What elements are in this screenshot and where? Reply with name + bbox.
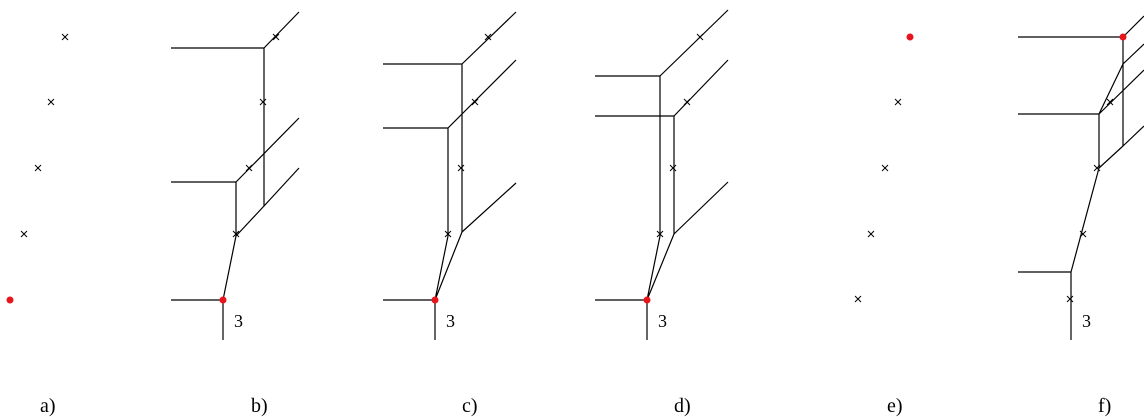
cross-marker	[471, 98, 479, 106]
cross-marker	[1079, 230, 1087, 238]
cross-marker	[867, 230, 875, 238]
cross-marker	[245, 164, 253, 172]
tropical-curve-edges	[595, 9, 729, 340]
cross-marker	[232, 230, 240, 238]
panel-a: a)	[6, 33, 69, 417]
cross-marker	[696, 33, 704, 41]
cross-marker	[894, 98, 902, 106]
edge-multiplicity: 3	[234, 311, 243, 331]
cross-marker	[61, 33, 69, 41]
cross-marker	[669, 164, 677, 172]
edge-multiplicity: 3	[1082, 311, 1091, 331]
panel-c: 3 c)	[383, 11, 517, 417]
panel-label: d)	[674, 395, 691, 417]
cross-marker	[656, 230, 664, 238]
red-vertex-dot	[1119, 33, 1127, 41]
cross-marker	[854, 295, 862, 303]
edge-multiplicity: 3	[446, 311, 455, 331]
cross-marker	[34, 164, 42, 172]
panel-label: f)	[1098, 395, 1111, 417]
cross-marker	[1066, 295, 1074, 303]
red-vertex-dot	[906, 33, 914, 41]
cross-marker	[1106, 98, 1114, 106]
cross-marker	[259, 98, 267, 106]
panel-e: e)	[854, 33, 914, 417]
cross-marker	[444, 230, 452, 238]
red-vertex-dot	[643, 296, 651, 304]
panel-b: 3 b)	[171, 11, 300, 417]
panel-label: c)	[462, 395, 478, 417]
tropical-curve-edges	[171, 11, 300, 340]
red-vertex-dot	[6, 296, 14, 304]
cross-marker	[1093, 164, 1101, 172]
cross-marker	[20, 230, 28, 238]
tropical-curve-edges	[383, 11, 517, 340]
panel-d: 3 d)	[595, 9, 729, 417]
tropical-curve-edges	[1018, 15, 1144, 340]
cross-marker	[881, 164, 889, 172]
panel-label: b)	[251, 395, 268, 417]
cross-marker	[272, 33, 280, 41]
edge-multiplicity: 3	[658, 311, 667, 331]
red-vertex-dot	[431, 296, 439, 304]
panel-label: e)	[887, 395, 903, 417]
panel-f: 3 f)	[1018, 15, 1144, 417]
cross-marker	[484, 33, 492, 41]
cross-marker	[683, 98, 691, 106]
cross-marker	[47, 98, 55, 106]
panel-label: a)	[40, 395, 56, 417]
cross-marker	[457, 164, 465, 172]
red-vertex-dot	[219, 296, 227, 304]
